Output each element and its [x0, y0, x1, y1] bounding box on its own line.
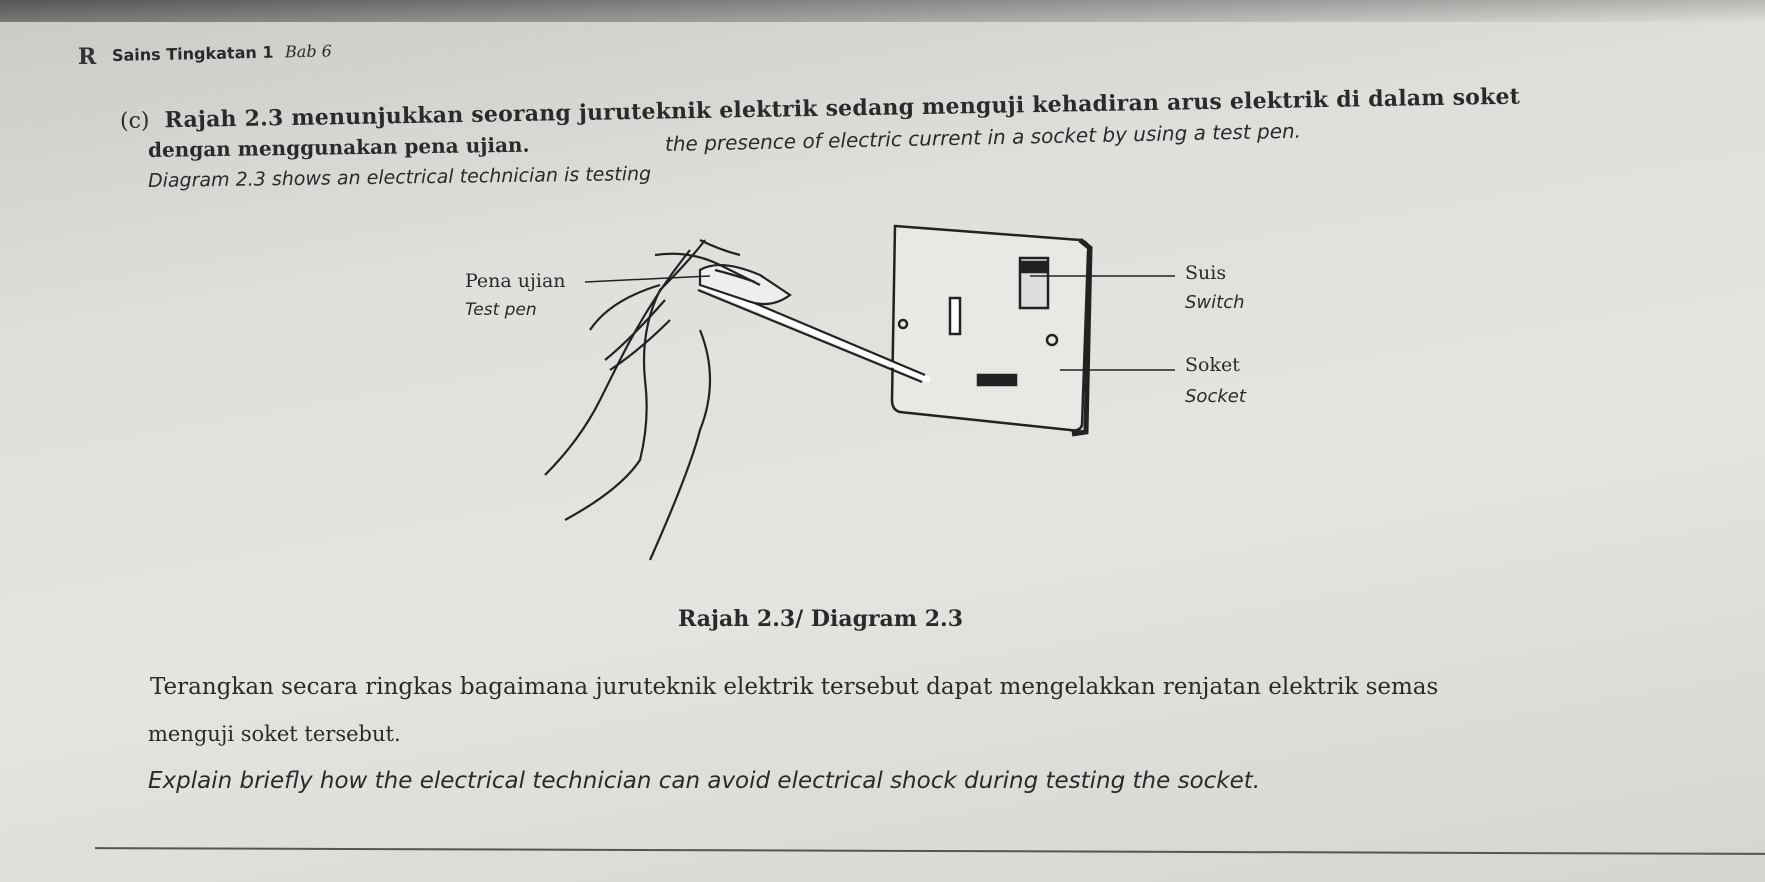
label-pen-english: Test pen	[465, 300, 537, 320]
task-malay-line-2: menguji soket tersebut.	[148, 722, 401, 746]
task-malay-line-1: Terangkan secara ringkas bagaimana jurut…	[150, 674, 1439, 700]
diagram-caption: Rajah 2.3/ Diagram 2.3	[678, 606, 964, 632]
label-switch-malay: Suis	[1185, 262, 1227, 284]
socket-plate	[890, 224, 1093, 437]
label-socket-malay: Soket	[1185, 354, 1240, 376]
socket-live-hole	[976, 373, 1018, 387]
label-switch-english: Switch	[1185, 292, 1245, 313]
page-edge-shadow	[0, 0, 1765, 22]
socket-indicator	[897, 318, 909, 330]
hand-with-test-pen	[544, 239, 932, 561]
logo-letter: R	[78, 44, 97, 70]
label-socket-english: Socket	[1185, 386, 1246, 407]
task-english: Explain briefly how the electrical techn…	[148, 768, 1261, 794]
label-pen-malay: Pena ujian	[465, 270, 566, 292]
book-logo: R	[78, 44, 96, 70]
socket-earth-hole	[948, 296, 962, 336]
leader-lines	[584, 275, 1175, 371]
